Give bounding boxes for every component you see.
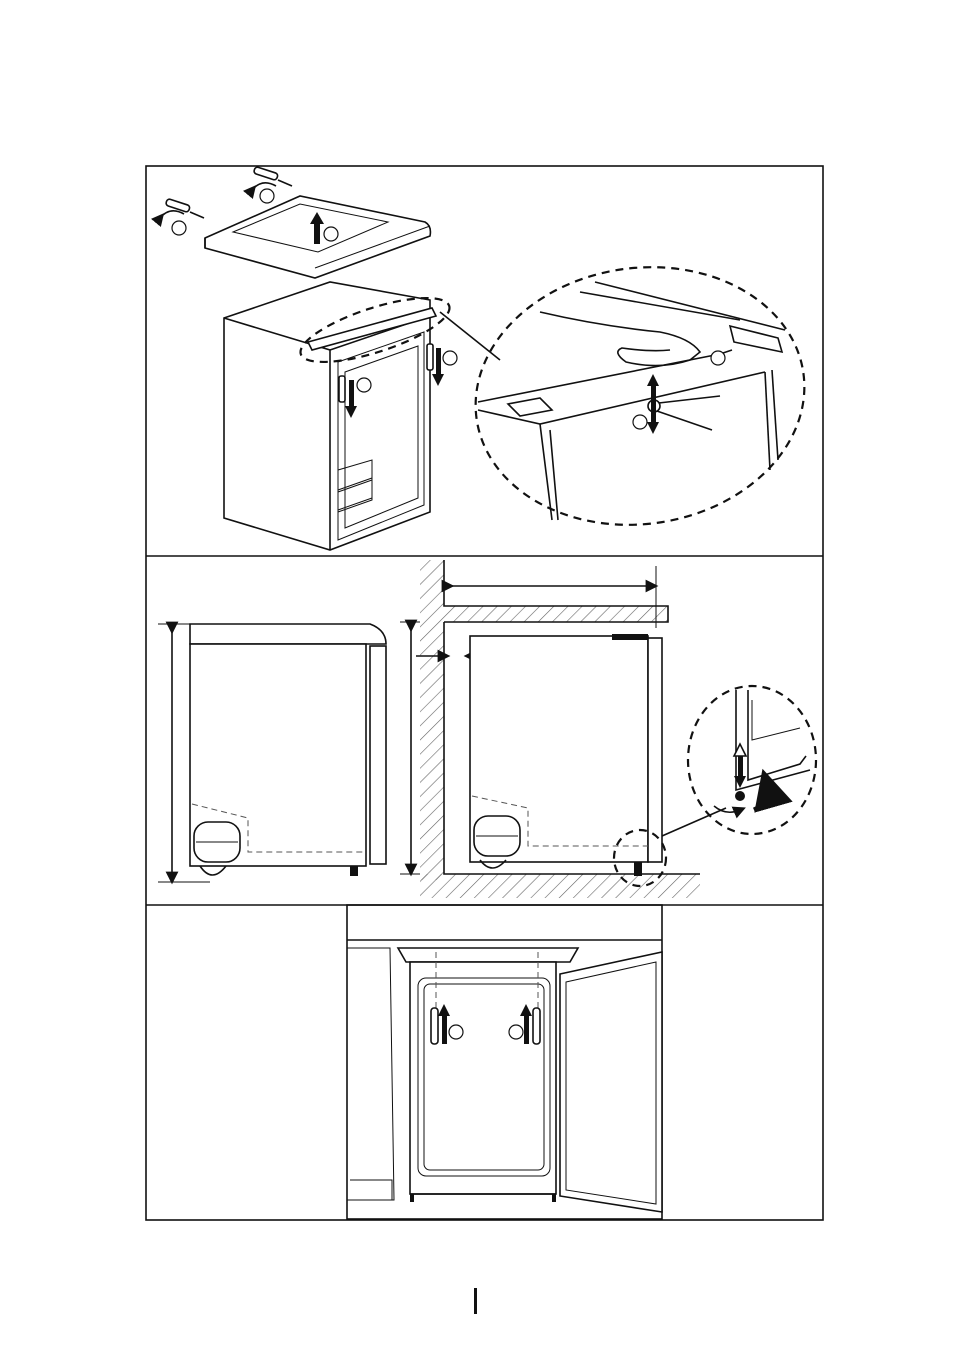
panel-dimensions [158, 560, 816, 898]
detail-magnified [459, 246, 821, 545]
refrigerator-installed [470, 634, 662, 876]
refrigerator-side-view [190, 624, 386, 876]
panel-remove-top [160, 166, 821, 550]
screwdriver-icon [160, 198, 204, 235]
wall-hatch [420, 560, 444, 880]
down-arrow-icon [427, 344, 457, 386]
cabinet-side [347, 948, 394, 1200]
height-dimension [400, 622, 420, 874]
cabinet-door-open [560, 952, 662, 1212]
foot-detail [688, 686, 816, 834]
refrigerator-body [224, 282, 436, 550]
ceiling-hatch [444, 606, 668, 622]
panel-fix-door [347, 905, 662, 1219]
refrigerator-front [410, 962, 556, 1202]
screwdriver-icon [252, 166, 292, 203]
page-mark [474, 1288, 477, 1314]
top-trim [398, 948, 578, 962]
